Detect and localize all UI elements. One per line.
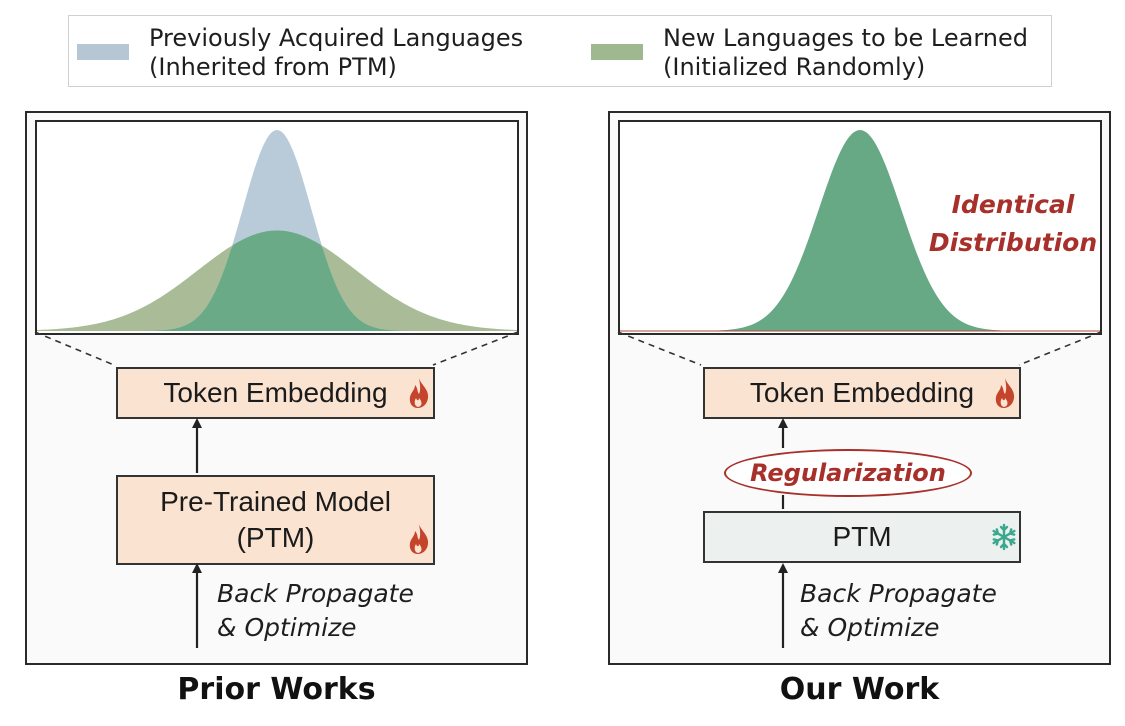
overlap-area <box>37 230 517 331</box>
prior-backprop-note: Back Propagate & Optimize <box>217 577 414 645</box>
our-ptm-label: PTM <box>832 521 892 552</box>
legend-new-line2: (Initialized Randomly) <box>663 53 926 81</box>
legend-text-previous: Previously Acquired Languages (Inherited… <box>149 24 523 82</box>
prior-model-line1: Pre-Trained Model <box>160 486 391 517</box>
legend-text-new: New Languages to be Learned (Initialized… <box>663 24 1028 82</box>
identical-distribution-area <box>620 130 1100 331</box>
prior-token-embedding-box: Token Embedding <box>116 367 435 419</box>
identical-line2: Distribution <box>928 228 1098 257</box>
prior-note-line1: Back Propagate <box>217 579 414 608</box>
legend-swatch-previous <box>77 44 129 60</box>
our-work-distribution-chart <box>618 120 1102 335</box>
legend-new-line1: New Languages to be Learned <box>663 24 1028 52</box>
our-token-embedding-label: Token Embedding <box>749 377 975 408</box>
legend-previous-line1: Previously Acquired Languages <box>149 24 524 52</box>
legend-swatch-new <box>591 44 643 60</box>
identical-line1: Identical <box>951 190 1075 219</box>
prior-note-line2: & Optimize <box>217 613 357 642</box>
our-ptm-box: PTM <box>703 511 1021 563</box>
prior-works-panel: Token Embedding Pre-Trained Model (PTM) … <box>25 111 528 665</box>
our-work-panel: Identical Distribution Token Embedding R… <box>608 111 1111 665</box>
our-work-title: Our Work <box>779 672 940 707</box>
prior-works-distribution-svg <box>37 130 517 331</box>
identical-distribution-annotation: Identical Distribution <box>928 186 1098 262</box>
regularization-ellipse: Regularization <box>724 449 972 497</box>
flame-icon <box>409 378 429 408</box>
our-work-distribution-svg <box>620 130 1100 332</box>
prior-pretrained-model-box: Pre-Trained Model (PTM) <box>116 475 435 565</box>
prior-works-distribution-chart <box>35 120 519 335</box>
our-token-embedding-box: Token Embedding <box>703 367 1021 419</box>
regularization-label: Regularization <box>750 459 946 487</box>
prior-works-title: Prior Works <box>177 672 376 707</box>
our-backprop-note: Back Propagate & Optimize <box>800 577 997 645</box>
flame-icon <box>409 524 429 554</box>
our-note-line1: Back Propagate <box>800 579 997 608</box>
legend: Previously Acquired Languages (Inherited… <box>68 15 1052 87</box>
snowflake-icon <box>992 523 1016 551</box>
prior-token-embedding-label: Token Embedding <box>163 377 388 408</box>
flame-icon <box>995 378 1015 408</box>
prior-model-line2: (PTM) <box>236 522 315 553</box>
legend-previous-line2: (Inherited from PTM) <box>149 53 397 81</box>
prior-pretrained-model-label: Pre-Trained Model (PTM) <box>160 484 391 556</box>
our-note-line2: & Optimize <box>800 613 940 642</box>
